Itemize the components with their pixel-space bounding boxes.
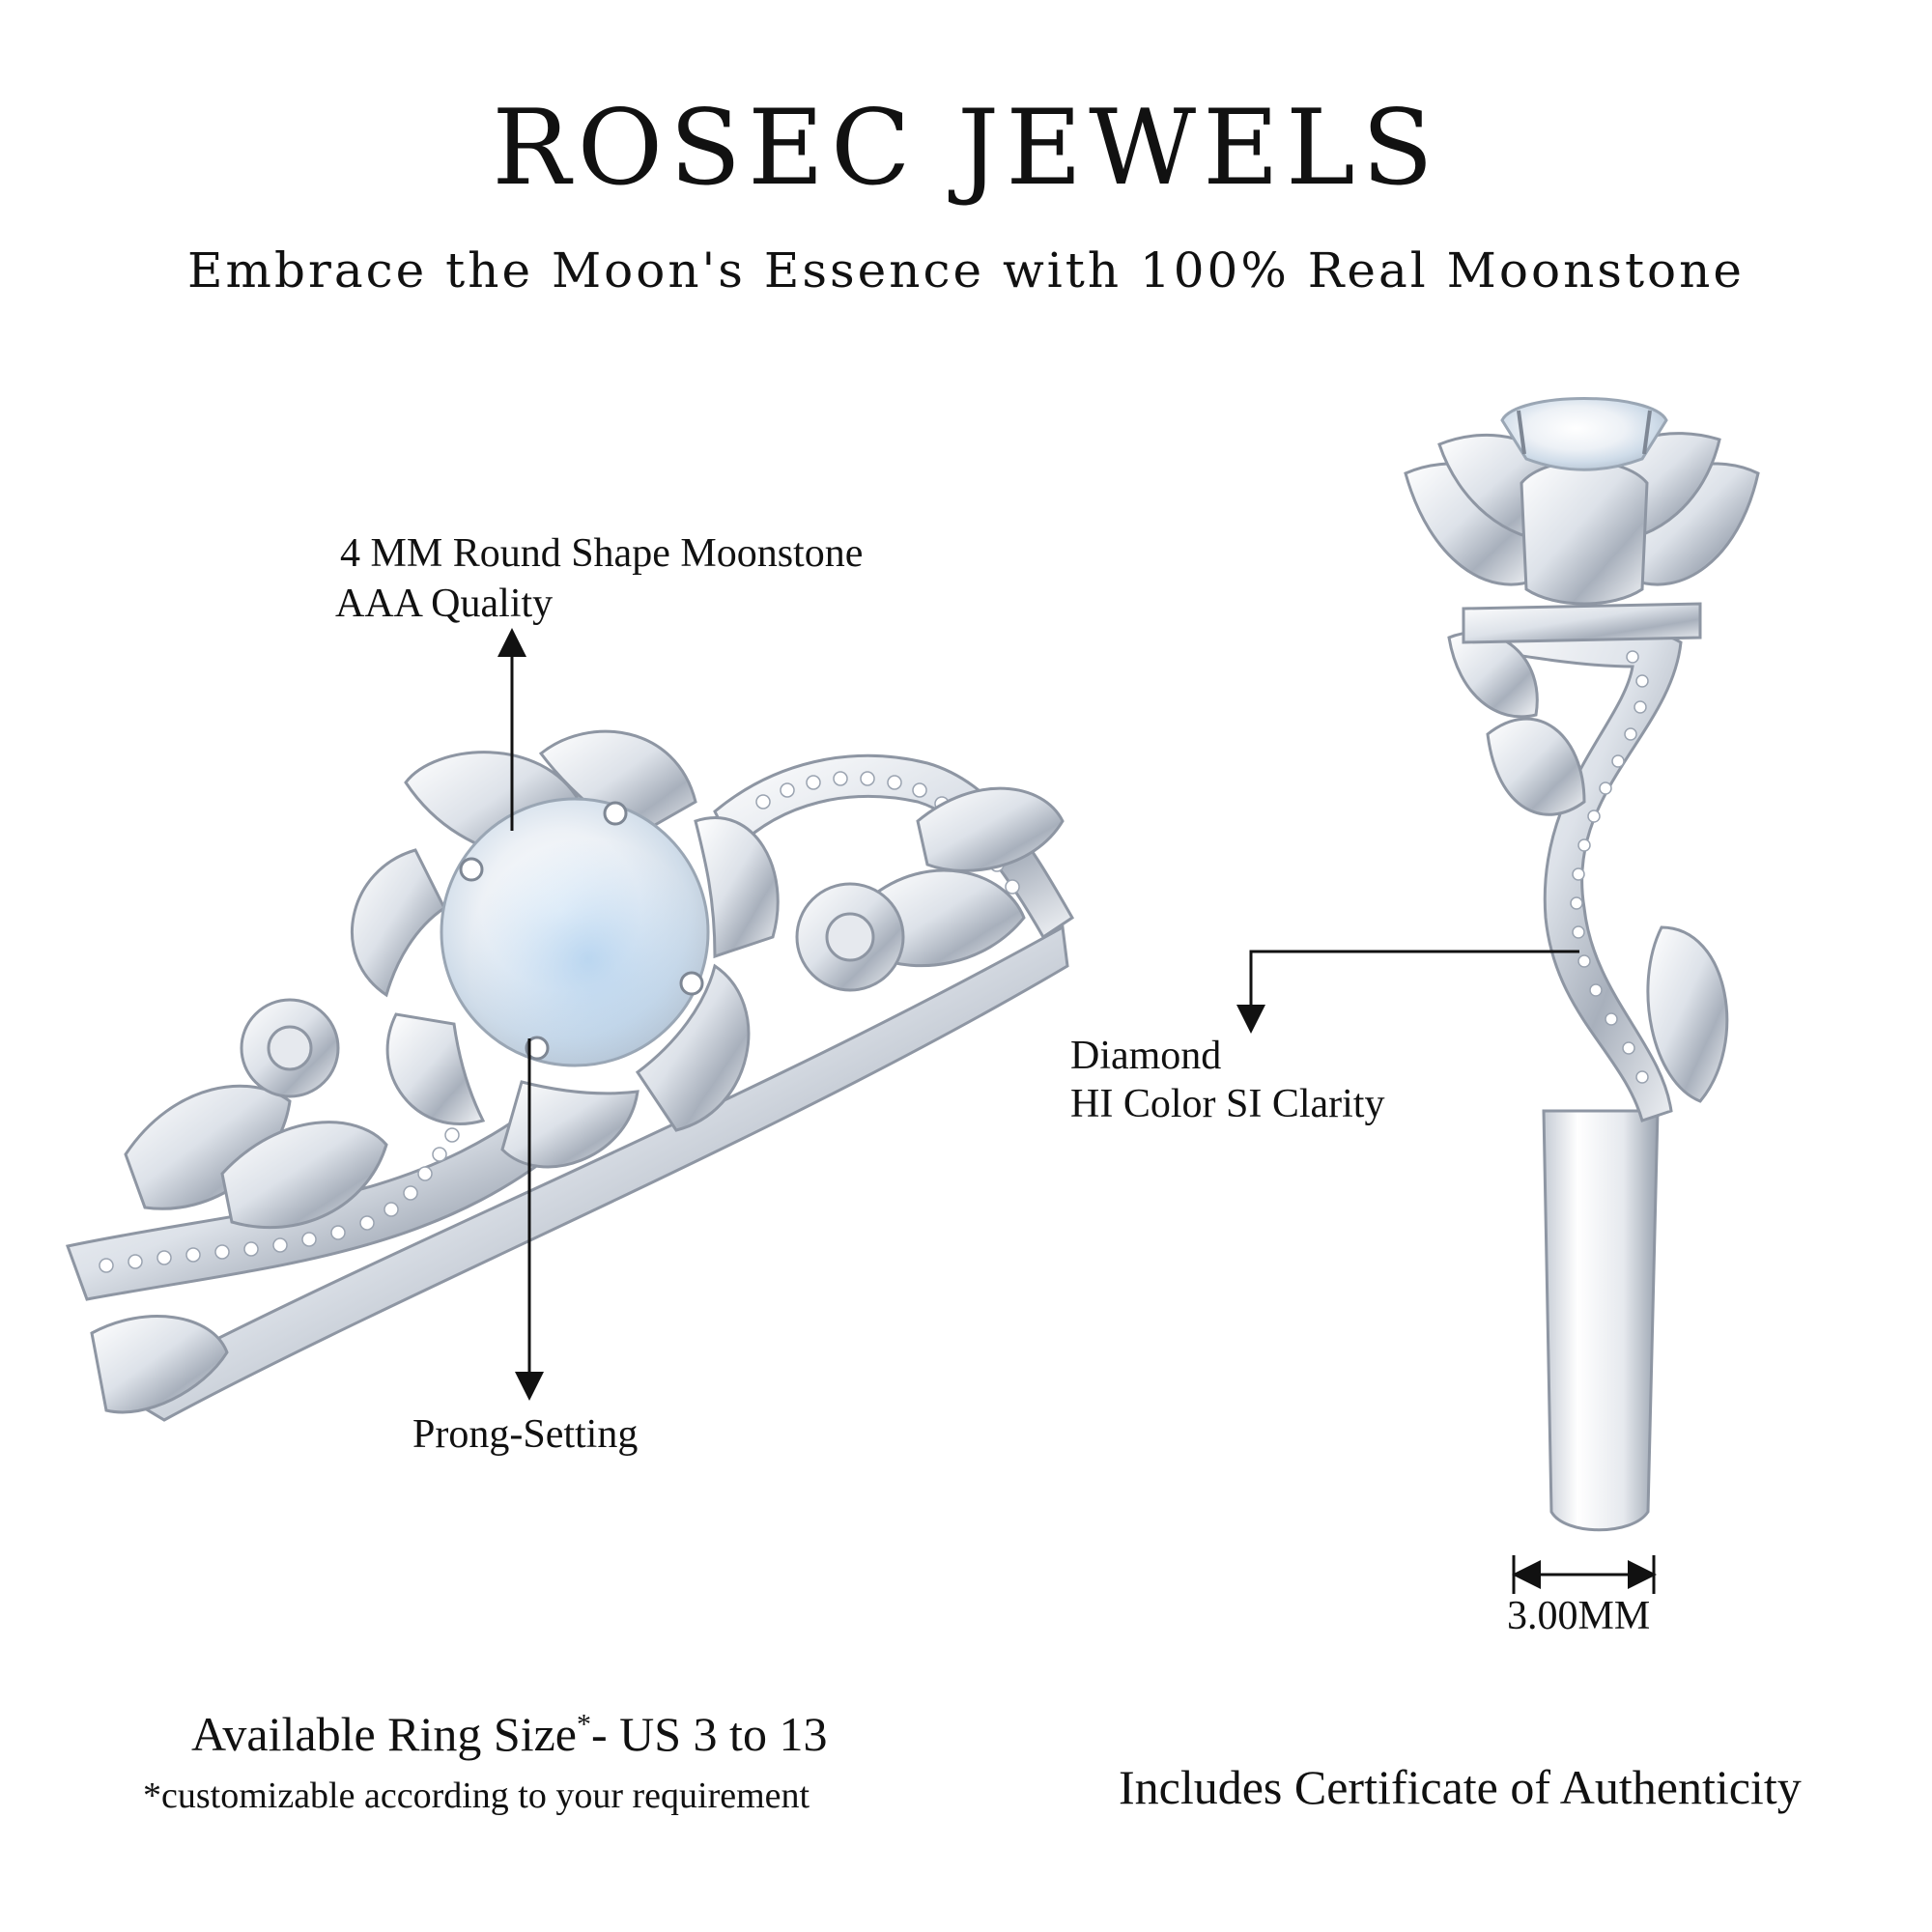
setting-callout: Prong-Setting (412, 1412, 639, 1457)
stone-callout-line1: 4 MM Round Shape Moonstone (340, 531, 864, 576)
ring-size-text: Available Ring Size (191, 1707, 577, 1761)
left-ring (65, 729, 1074, 1422)
diamond-callout-line2: HI Color SI Clarity (1070, 1082, 1385, 1126)
ring-size-range: - US 3 to 13 (590, 1707, 828, 1761)
stone-callout-line2: AAA Quality (335, 582, 554, 626)
diamond-callout-arrow (1236, 950, 1579, 1034)
certificate-note: Includes Certificate of Authenticity (1119, 1760, 1802, 1814)
ring-size-info: Available Ring Size*- US 3 to 13 (191, 1710, 827, 1758)
ring-size-mark: * (576, 1708, 591, 1741)
ring-size-note: *customizable according to your requirem… (143, 1776, 810, 1816)
right-ring (1404, 397, 1760, 1532)
diamond-callout-line1: Diamond (1070, 1034, 1222, 1078)
brand-title: ROSEC JEWELS (492, 88, 1440, 209)
tagline: Embrace the Moon's Essence with 100% Rea… (187, 242, 1745, 298)
band-width-label: 3.00MM (1507, 1594, 1651, 1638)
